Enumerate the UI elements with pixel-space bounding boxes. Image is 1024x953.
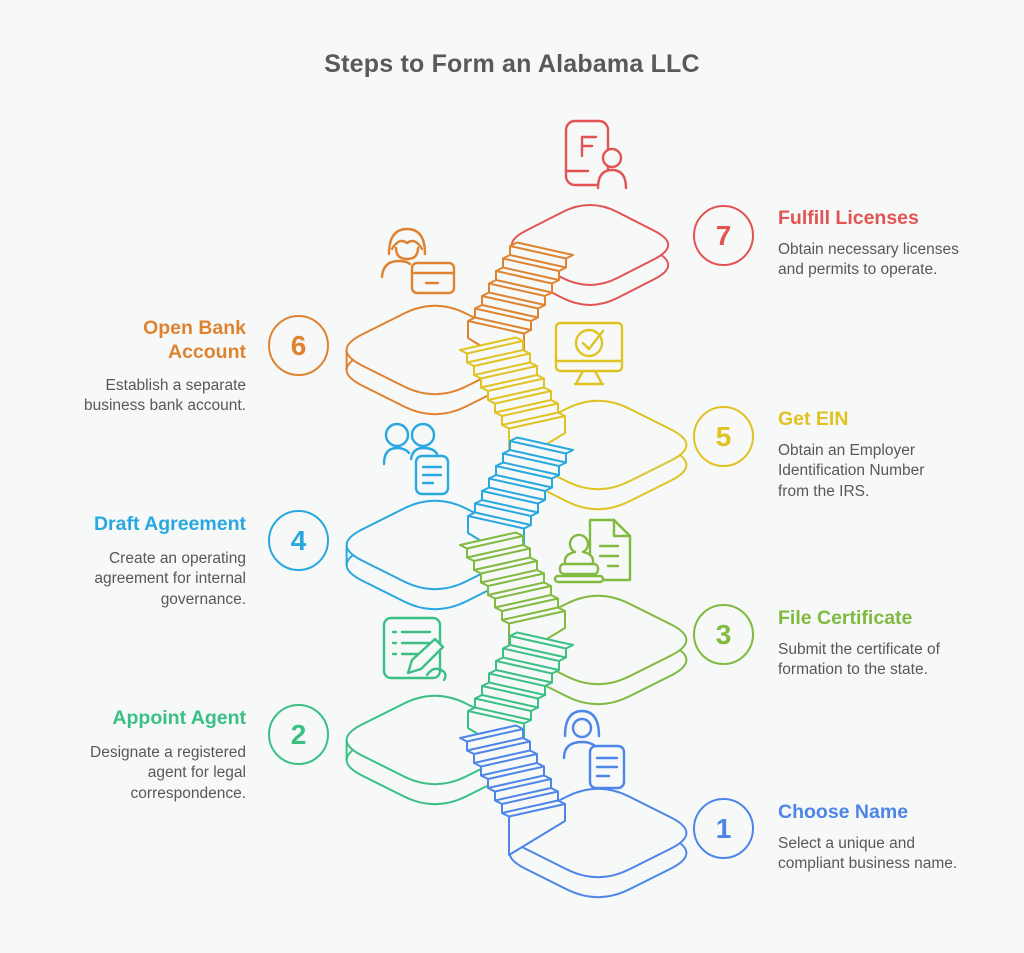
step-number-badge: 4	[268, 510, 329, 571]
monitor-check-icon	[554, 321, 624, 386]
step-description: Establish a separate business bank accou…	[84, 377, 246, 415]
step-description: Obtain necessary licenses and permits to…	[778, 241, 959, 279]
step-number-badge: 7	[693, 205, 754, 266]
step-title: Draft Agreement	[93, 513, 246, 535]
step-description: Obtain an Employer Identification Number…	[778, 442, 925, 500]
staircase-graphic	[345, 204, 688, 899]
person-card-icon	[380, 227, 456, 295]
step-number-badge: 5	[693, 406, 754, 467]
step-title: Get EIN	[778, 408, 849, 430]
step-title: Choose Name	[778, 801, 909, 823]
step-title: Appoint Agent	[112, 707, 246, 729]
team-document-icon	[382, 422, 450, 496]
step-number-badge: 1	[693, 798, 754, 859]
stamp-document-icon	[553, 518, 632, 584]
file-person-icon	[564, 119, 628, 190]
person-document-icon	[562, 709, 626, 790]
step-description: Submit the certificate of formation to t…	[778, 641, 940, 679]
step-description: Select a unique and compliant business n…	[778, 835, 958, 873]
step-number-badge: 6	[268, 315, 329, 376]
step-description: Designate a registered agent for legal c…	[90, 744, 246, 802]
step-title: Fulfill Licenses	[778, 207, 919, 229]
step-title: File Certificate	[778, 607, 913, 629]
step-title: Open Bank Account	[143, 317, 246, 363]
step-description: Create an operating agreement for intern…	[94, 550, 246, 608]
step-number-badge: 3	[693, 604, 754, 665]
page-title: Steps to Form an Alabama LLC	[324, 50, 700, 78]
checklist-pen-icon	[382, 616, 447, 682]
step-number-badge: 2	[268, 704, 329, 765]
